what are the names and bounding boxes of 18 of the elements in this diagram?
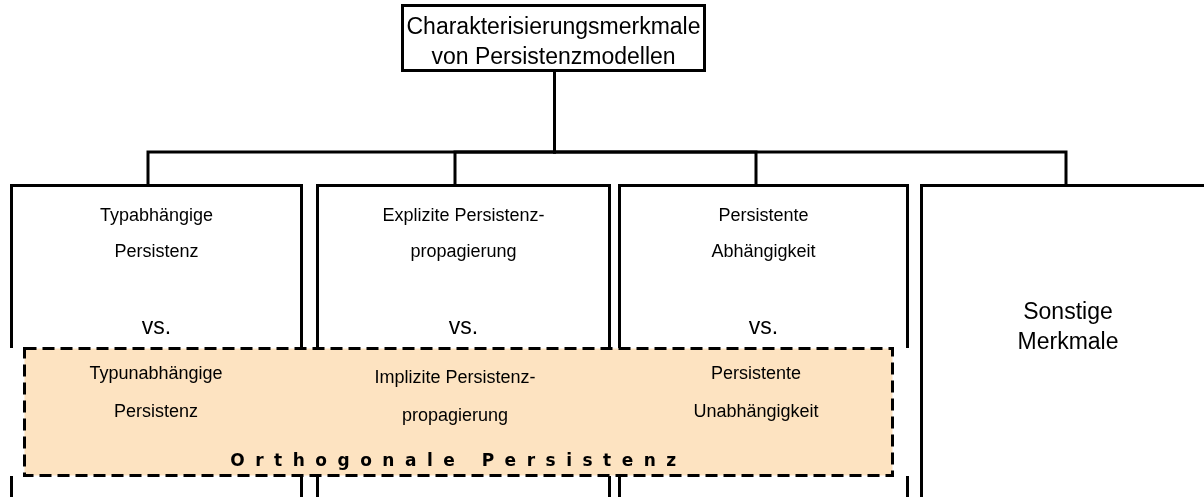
root-box xyxy=(401,4,706,72)
category-heading: Explizite Persistenz- propagierung xyxy=(381,204,546,263)
title-text: Charakterisierungsmerkmale von Persistenzmodellen xyxy=(405,12,702,71)
category-box xyxy=(618,184,909,348)
versus-label: vs. xyxy=(447,312,480,341)
category-box xyxy=(920,184,1204,497)
group-caption: Orthogonale Persistenz xyxy=(229,450,688,470)
alternative-label: Persistente Unabhängigkeit xyxy=(692,362,820,423)
dashed-group-band xyxy=(23,347,894,477)
versus-label: vs. xyxy=(747,312,780,341)
category-heading: Persistente Abhängigkeit xyxy=(710,204,817,263)
category-heading: Sonstige Merkmale xyxy=(1016,297,1120,356)
category-box xyxy=(316,184,611,348)
alternative-label: Typunabhängige Persistenz xyxy=(88,362,224,423)
category-box xyxy=(10,184,303,348)
alternative-label: Implizite Persistenz- propagierung xyxy=(373,366,537,427)
versus-label: vs. xyxy=(140,312,173,341)
category-heading: Typabhängige Persistenz xyxy=(98,204,215,263)
